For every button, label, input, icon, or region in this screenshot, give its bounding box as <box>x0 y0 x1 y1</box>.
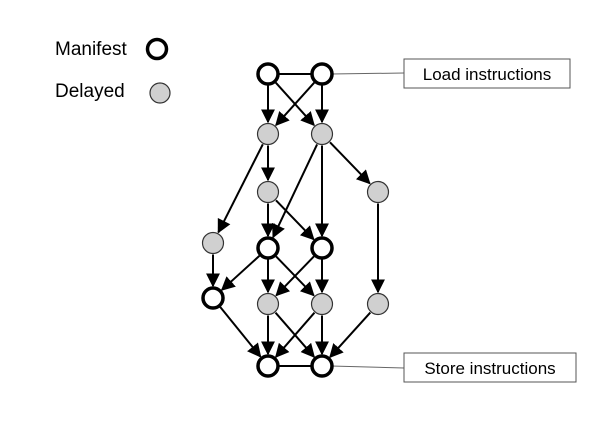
store-callout-leader <box>330 365 405 369</box>
load-instructions-callout: Load instructions <box>403 58 571 89</box>
manifest-node-d0 <box>201 286 225 310</box>
delayed-node-d3 <box>366 292 390 316</box>
manifest-node-c2 <box>310 236 334 260</box>
load-callout-leader <box>330 72 405 75</box>
legend: Manifest Delayed <box>55 37 171 104</box>
gray-filled-circle-icon <box>149 82 171 104</box>
edge-A2-C1 <box>272 143 318 239</box>
plain-links <box>278 73 312 367</box>
edge-C1-D0 <box>220 254 261 291</box>
edge-D2-S1 <box>274 312 316 359</box>
legend-manifest-label: Manifest <box>55 39 128 60</box>
delayed-node-b2 <box>366 180 390 204</box>
hollow-circle-icon <box>145 37 169 61</box>
store-instructions-callout: Store instructions <box>403 352 577 383</box>
edge-A2-B2 <box>329 141 371 185</box>
manifest-node-l1 <box>256 62 280 86</box>
instruction-nodes <box>201 62 390 378</box>
store-callout-box <box>403 352 577 383</box>
manifest-node-l2 <box>310 62 334 86</box>
manifest-node-c1 <box>256 236 280 260</box>
edge-D0-S1 <box>219 306 262 358</box>
delayed-node-a1 <box>256 122 280 146</box>
edge-L2-A1 <box>275 81 316 127</box>
delayed-node-b1 <box>256 180 280 204</box>
edge-B1-C2 <box>275 199 315 241</box>
delayed-node-c0 <box>201 231 225 255</box>
legend-delayed-label: Delayed <box>55 81 125 102</box>
delayed-node-a2 <box>310 122 334 146</box>
load-callout-box <box>403 58 571 89</box>
manifest-node-s1 <box>256 354 280 378</box>
delayed-node-d2 <box>310 292 334 316</box>
manifest-node-s2 <box>310 354 334 378</box>
load-callout-label: Load instructions <box>423 65 552 84</box>
edge-D3-S2 <box>329 311 372 359</box>
edge-A1-C0 <box>217 143 264 234</box>
store-callout-label: Store instructions <box>424 359 555 378</box>
dependency-edges <box>206 81 385 359</box>
delayed-node-d1 <box>256 292 280 316</box>
edge-C2-D1 <box>275 255 315 297</box>
